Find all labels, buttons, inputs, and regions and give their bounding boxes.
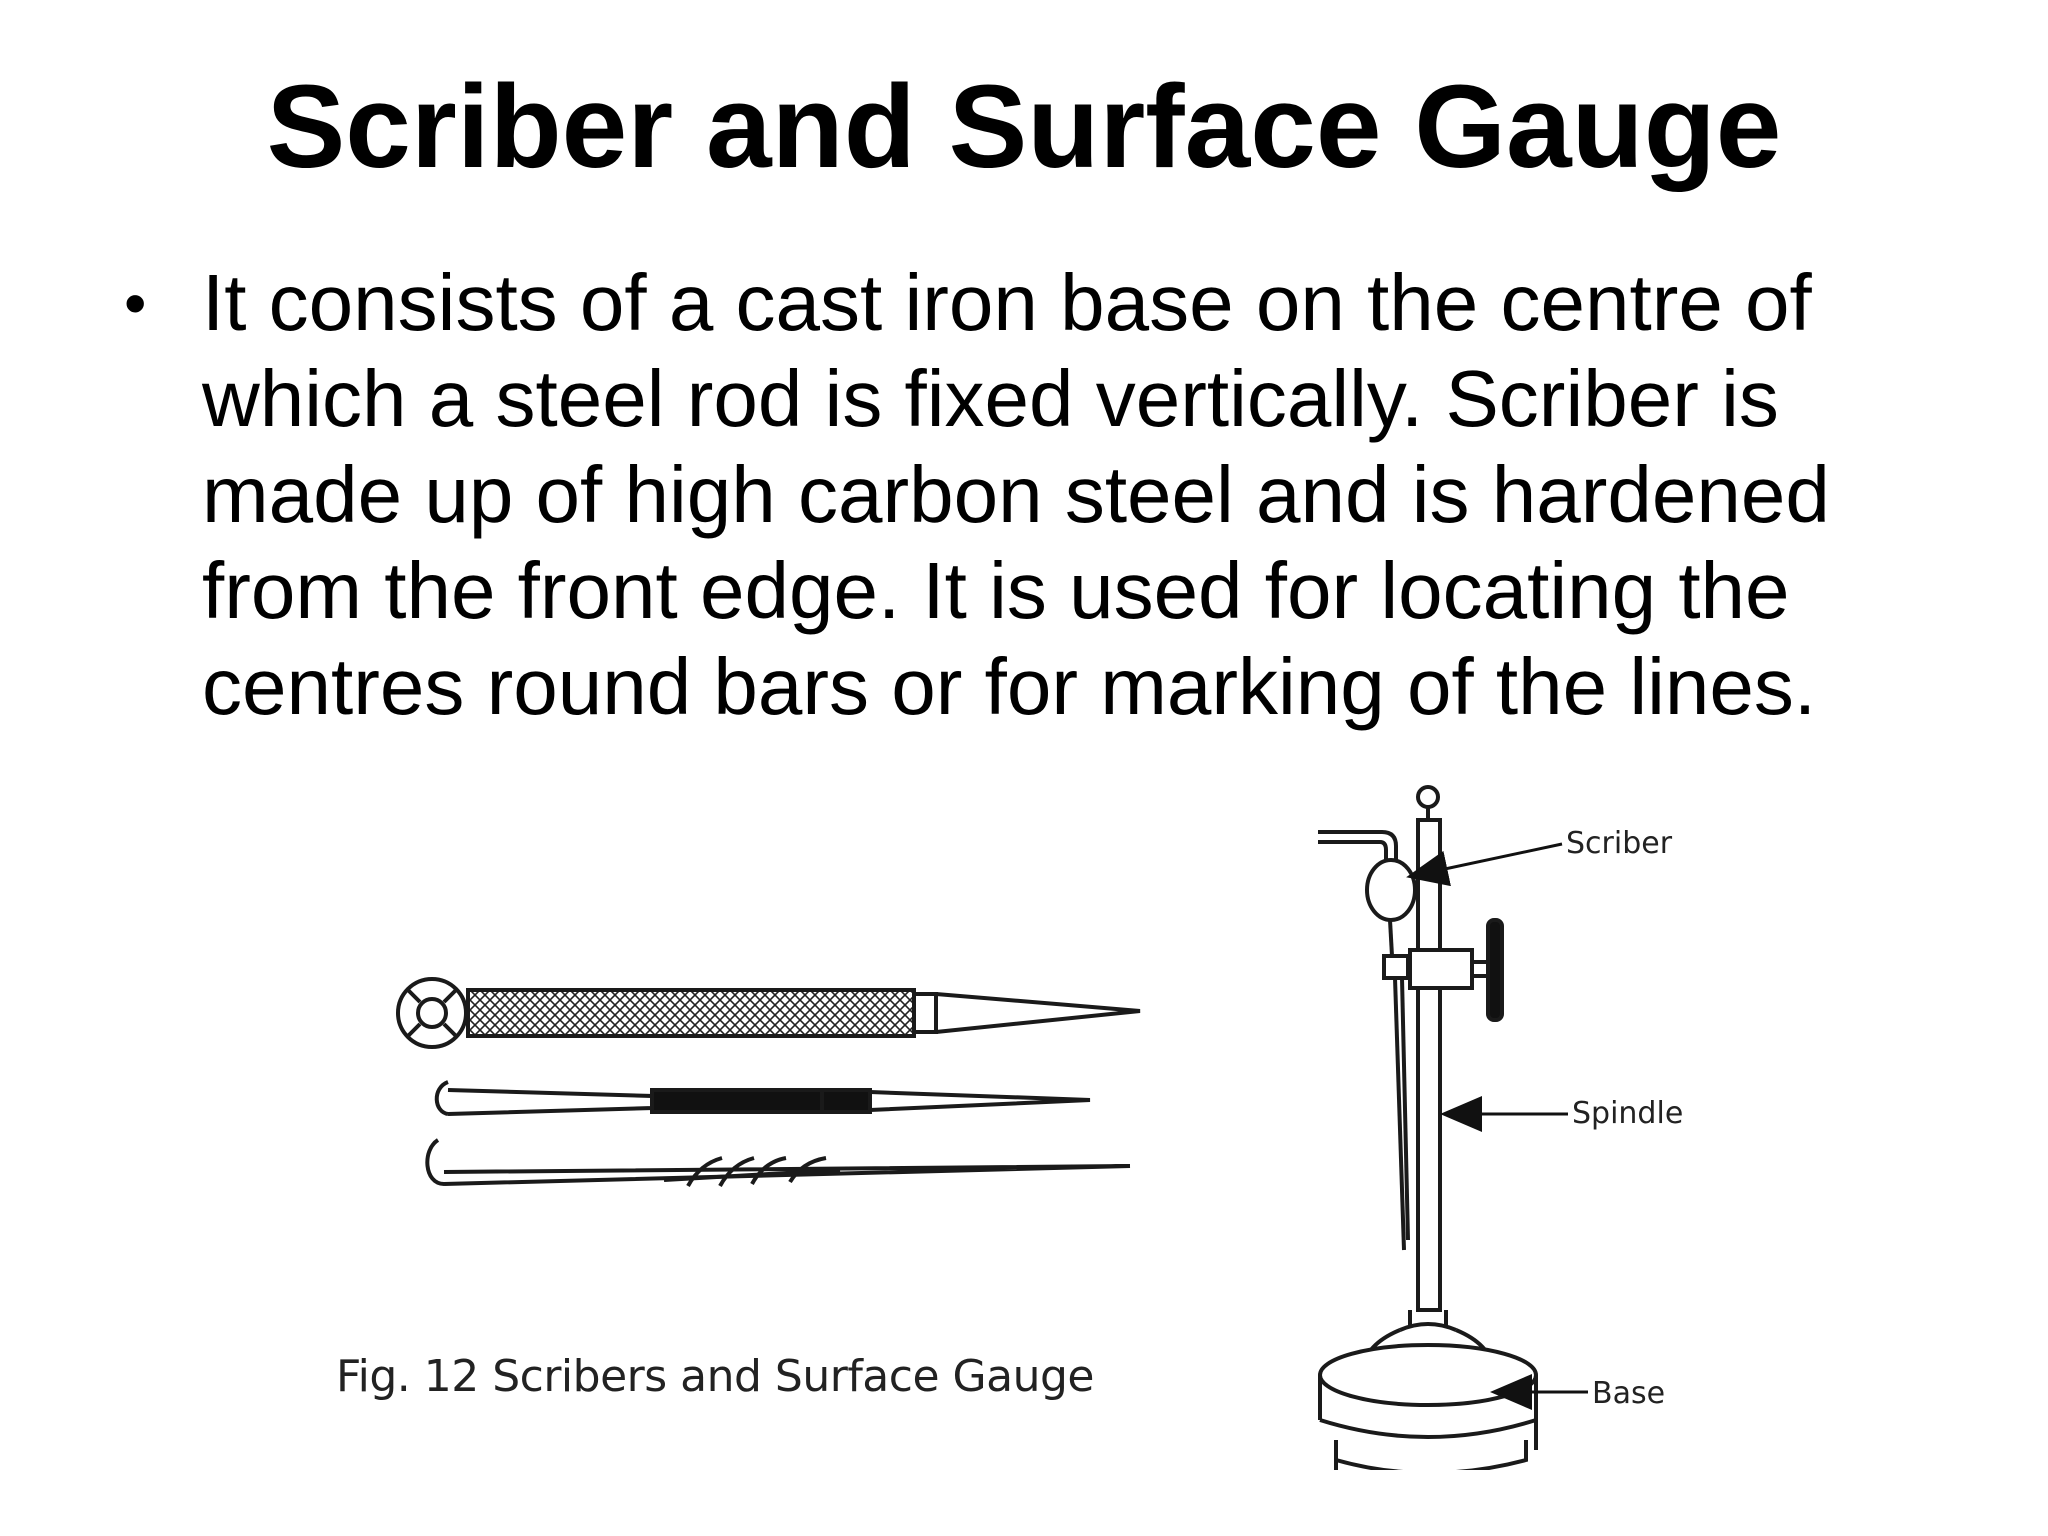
bullet-item: • It consists of a cast iron base on the… [110,255,1910,735]
figure-drawing [396,785,1588,1470]
label-spindle: Spindle [1572,1096,1684,1131]
bent-scriber-drawing [434,1080,1091,1116]
label-base: Base [1592,1376,1666,1411]
twisted-scriber-drawing [425,1138,1131,1187]
bullet-text: It consists of a cast iron base on the c… [202,258,1830,731]
leader-lines [1406,842,1588,1410]
knurled-scriber-drawing [396,977,1141,1049]
figure-caption: Fig. 12 Scribers and Surface Gauge [336,1351,1094,1402]
slide-title: Scriber and Surface Gauge [266,61,1782,193]
figure-scribers-surface-gauge: Scriber Spindle Base Fig. 12 Scribers an… [0,770,2048,1470]
surface-gauge-drawing [1318,785,1538,1470]
label-scriber: Scriber [1566,826,1673,861]
bullet-list: • It consists of a cast iron base on the… [110,255,1910,735]
bullet-marker: • [124,267,147,339]
